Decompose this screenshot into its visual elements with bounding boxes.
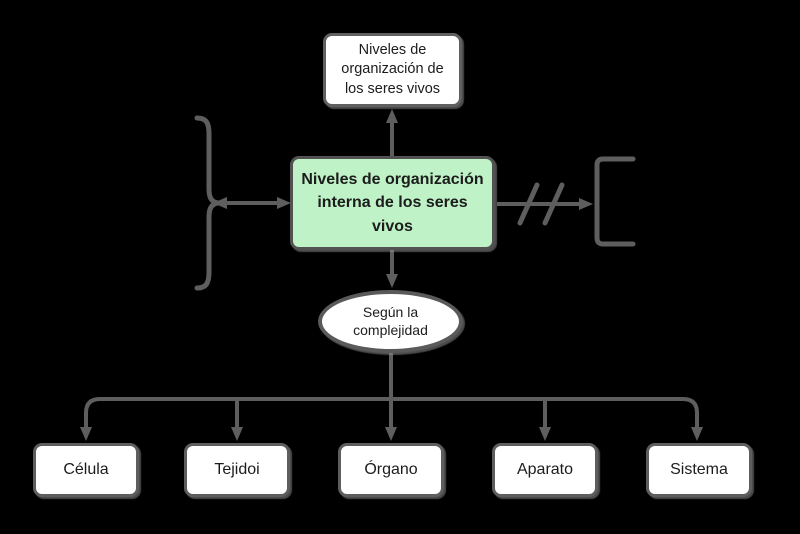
level-node-aparato: Aparato <box>492 443 598 497</box>
double-headed-arrow-connector <box>213 197 291 209</box>
level-node-label: Sistema <box>670 461 728 478</box>
broken-link-connector <box>497 182 593 226</box>
arrowheads <box>80 427 703 441</box>
level-node-celula: Célula <box>33 443 139 497</box>
level-node-sistema: Sistema <box>646 443 752 497</box>
slash-icon <box>542 182 565 226</box>
up-arrow-connector <box>386 109 398 156</box>
level-node-tejido: Tejidoi <box>184 443 290 497</box>
level-node-label: Célula <box>63 461 109 478</box>
node-criterion-label: Según la complejidad <box>353 304 428 338</box>
node-center-niveles-interna: Niveles de organización interna de los s… <box>290 156 495 250</box>
node-criterion-ellipse: Según la complejidad <box>318 290 463 353</box>
node-top-label: Niveles de organización de los seres viv… <box>341 42 444 97</box>
down-arrow-connector <box>386 250 398 288</box>
level-node-label: Tejidoi <box>214 461 260 478</box>
node-top-niveles: Niveles de organización de los seres viv… <box>323 33 462 107</box>
node-center-label: Niveles de organización interna de los s… <box>301 171 484 235</box>
right-square-bracket-icon <box>594 156 636 247</box>
level-node-label: Aparato <box>516 461 574 478</box>
level-node-label: Órgano <box>364 461 418 478</box>
hierarchy-tree-connector <box>80 353 703 441</box>
level-node-organo: Órgano <box>338 443 444 497</box>
slash-icon <box>517 182 540 226</box>
